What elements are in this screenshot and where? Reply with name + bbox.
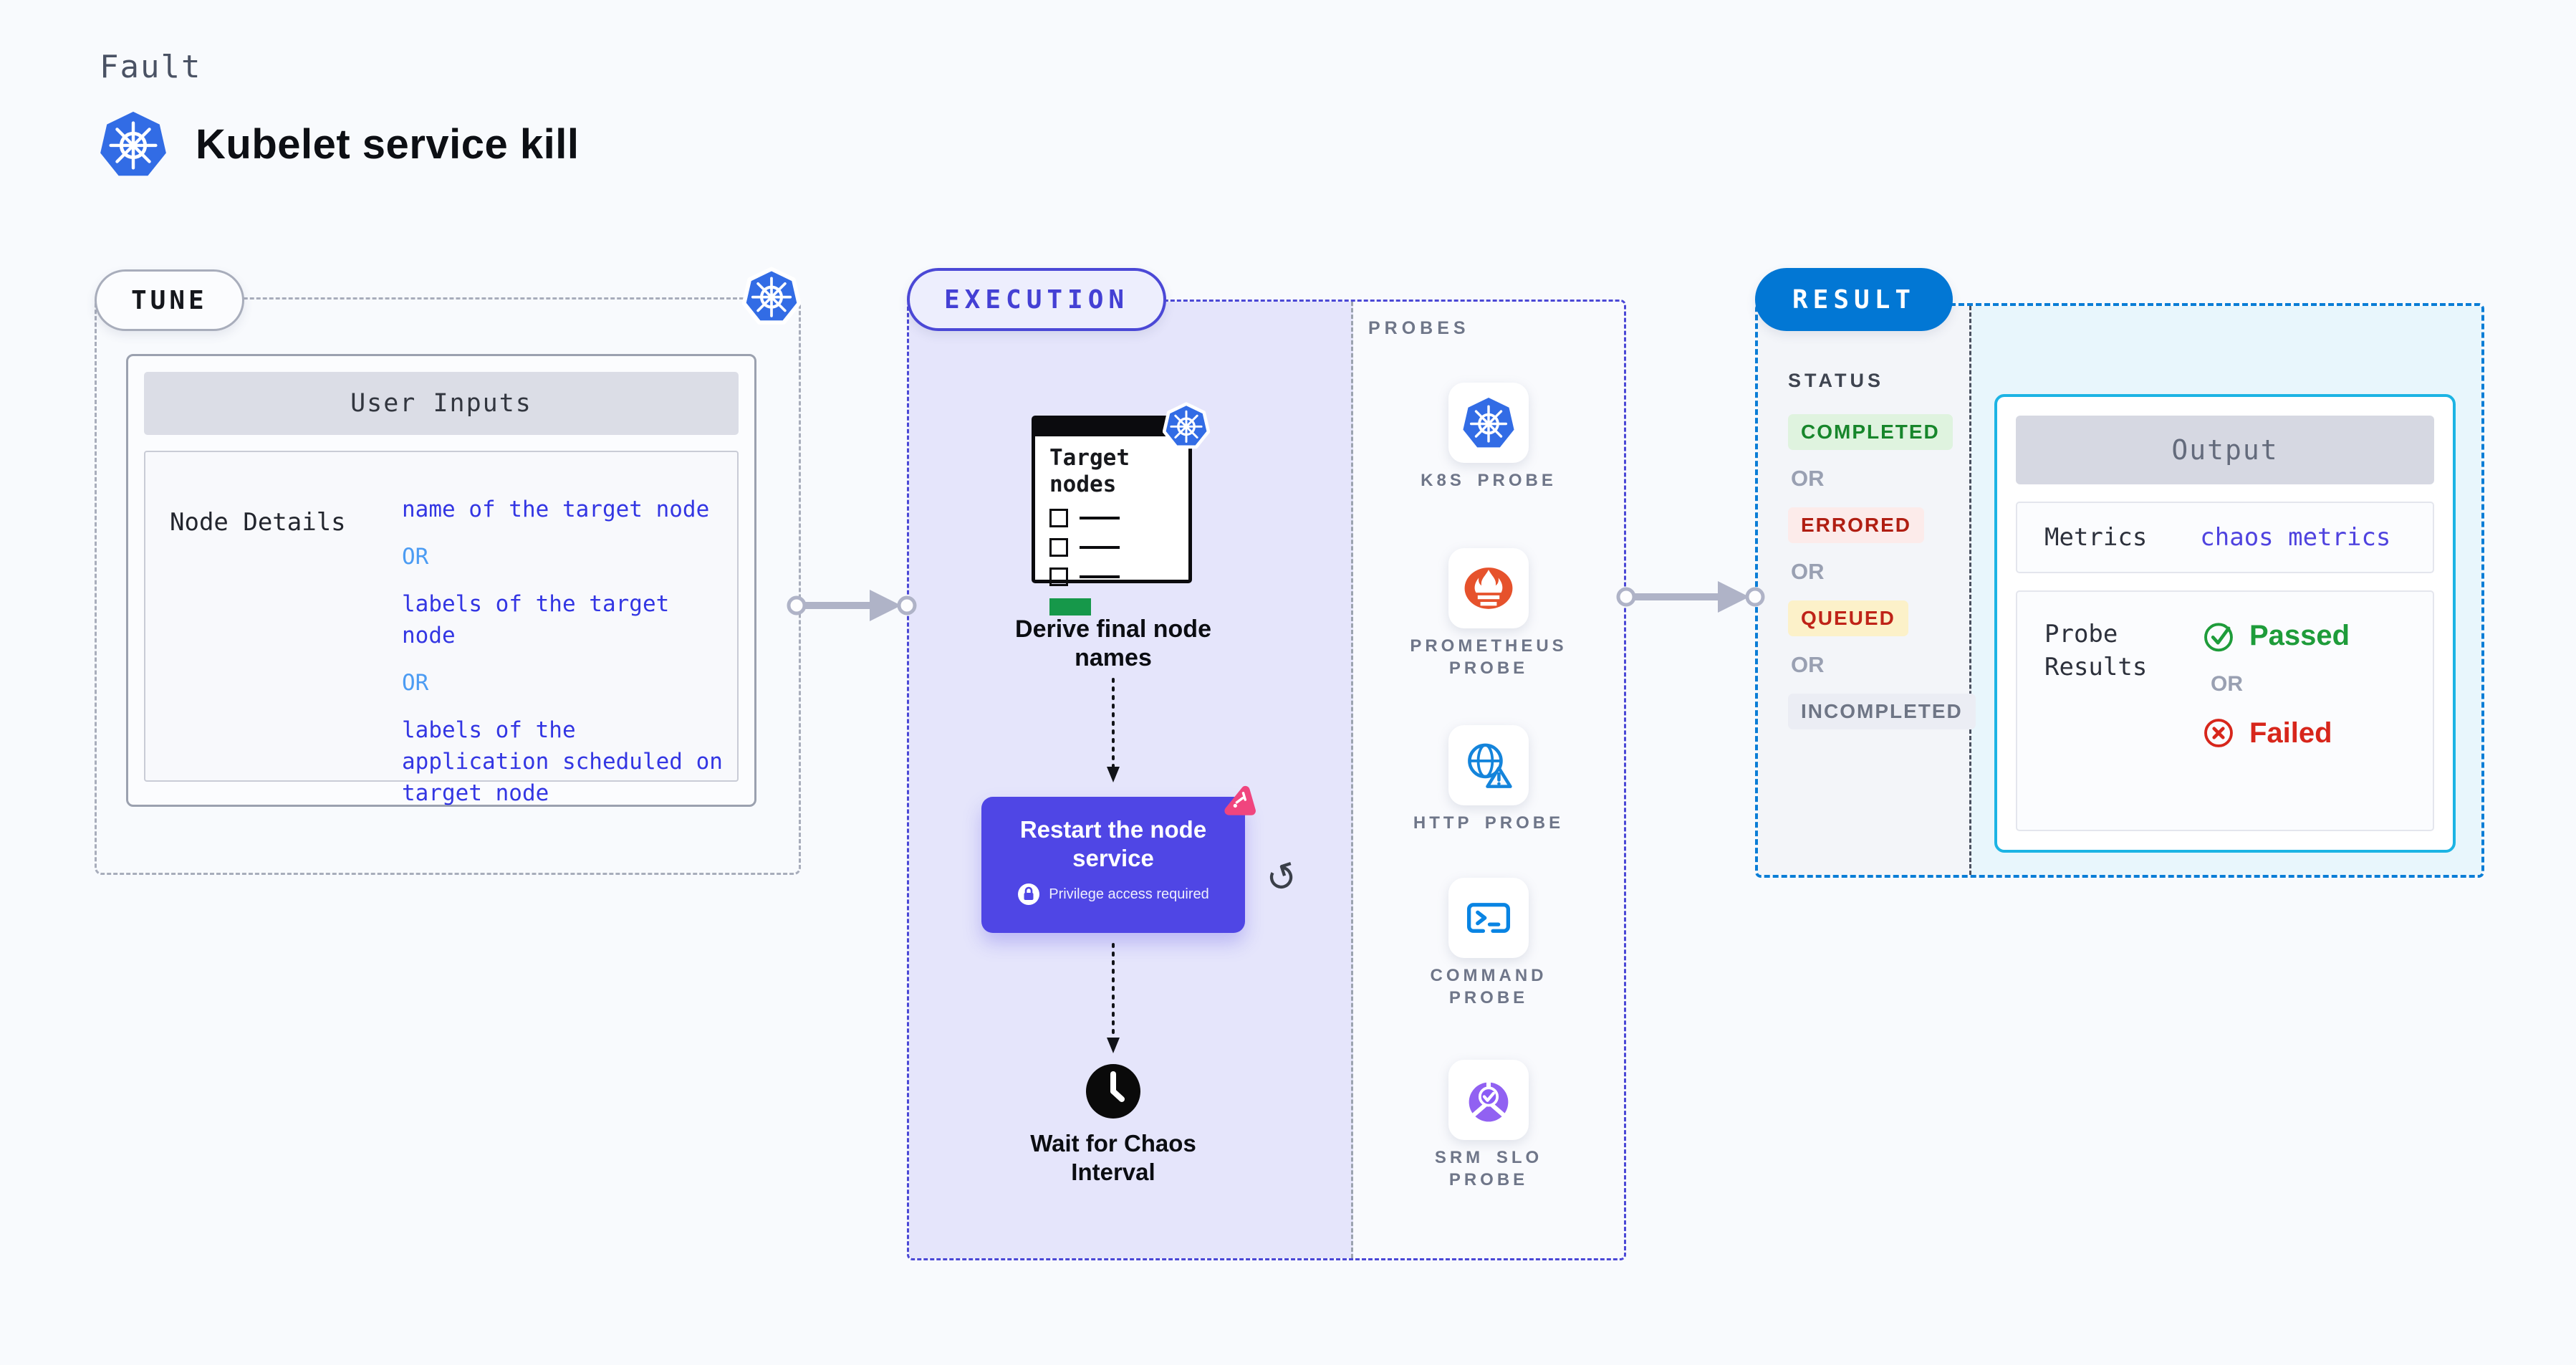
probe-card-k8s [1448,383,1529,463]
status-badge-errored: ERRORED [1788,507,1925,543]
privilege-note: Privilege access required [981,883,1245,906]
failed-result: Failed [2201,715,2433,751]
probe-label: K8S PROBE [1421,471,1557,490]
passed-result: Passed [2201,618,2433,653]
tune-section-badge: TUNE [95,269,244,331]
or-separator: OR [1791,652,1825,677]
target-nodes-title: Target nodes [1049,445,1130,497]
node-checklist-row [1049,509,1188,527]
wait-interval-step-icon [1085,1063,1141,1119]
chaos-icon [1217,780,1258,821]
wait-chaos-interval-step: Wait for Chaos Interval [1030,1130,1196,1185]
line-placeholder [1080,575,1120,578]
failed-label: Failed [2249,717,2332,749]
line-placeholder [1080,517,1120,519]
x-circle-icon [2201,715,2236,751]
privilege-note-text: Privilege access required [1049,886,1209,902]
probe-label: COMMAND PROBE [1430,966,1547,1007]
clock-icon [1085,1063,1141,1119]
or-separator: OR [1791,466,1825,491]
tune-section-box [95,297,801,875]
status-badge-incompleted: INCOMPLETED [1788,694,1976,729]
probe-card-prometheus [1448,548,1529,628]
node-checklist-row [1049,538,1188,557]
node-details-values: name of the target node OR labels of the… [389,452,737,806]
dotted-arrow-down [1107,678,1120,782]
or-separator: OR [402,544,429,570]
restart-node-service-step: Restart the node service Privilege acces… [981,797,1304,933]
result-section-badge: RESULT [1755,268,1953,331]
probe-results-label: Probe Results [2044,620,2148,681]
probe-label: PROMETHEUS PROBE [1410,636,1567,678]
value-option: labels of the target node [402,591,670,648]
terminal-icon [1461,891,1516,945]
kubernetes-icon [1461,396,1516,450]
kubernetes-icon [98,109,168,179]
checkbox-icon [1049,538,1068,557]
or-separator: OR [1791,559,1825,584]
passed-label: Passed [2249,619,2350,651]
metrics-value: chaos metrics [2200,523,2391,552]
flow-arrow-tune-to-execution [787,590,917,621]
status-panel [1758,306,1971,875]
green-bar [1049,598,1091,616]
value-option: name of the target node [402,497,710,522]
user-inputs-header: User Inputs [144,372,739,435]
probes-title: PROBES [1368,318,1470,338]
value-option: labels of the application scheduled on t… [402,717,723,806]
status-title: STATUS [1788,370,1884,391]
probe-card-http [1448,725,1529,805]
output-card: Output Metrics chaos metrics Probe Resul… [1994,394,2456,853]
status-list: COMPLETED OR ERRORED OR QUEUED OR INCOMP… [1788,414,1976,729]
probe-results-row: Probe Results Passed OR Failed [2016,590,2434,831]
user-inputs-card: User Inputs Node Details name of the tar… [126,354,756,807]
metrics-row: Metrics chaos metrics [2016,502,2434,573]
user-inputs-row: Node Details name of the target node OR … [144,451,739,806]
target-nodes-card: Target nodes [1032,416,1192,616]
output-header: Output [2016,416,2434,484]
fault-eyebrow-label: Fault [100,49,202,85]
probe-card-srm-slo [1448,1060,1529,1140]
http-globe-warning-icon [1461,738,1516,792]
node-details-label: Node Details [170,508,346,537]
prometheus-icon [1464,567,1513,609]
dotted-arrow-down [1107,943,1120,1053]
check-circle-icon [2201,618,2236,653]
kubernetes-icon [742,267,801,325]
line-placeholder [1080,546,1120,549]
restart-step-title: Restart the node service [1019,816,1207,871]
status-badge-queued: QUEUED [1788,600,1908,636]
execution-section-badge: EXECUTION [907,268,1167,331]
probe-label: HTTP PROBE [1413,813,1565,833]
slo-pie-check-icon [1461,1073,1516,1127]
metrics-label: Metrics [2044,523,2148,552]
or-separator: OR [2211,672,2243,696]
page-title: Kubelet service kill [196,120,580,168]
node-checklist-row [1049,567,1188,586]
probe-card-command [1448,878,1529,958]
lock-icon [1017,883,1041,906]
flow-arrow-execution-to-result [1616,581,1765,613]
page-title-row: Kubelet service kill [98,109,579,179]
or-separator: OR [402,670,429,696]
checkbox-icon [1049,567,1068,586]
target-nodes-card-titlebar [1035,419,1188,436]
probe-label: SRM SLO PROBE [1434,1148,1543,1189]
status-badge-completed: COMPLETED [1788,414,1953,450]
checkbox-icon [1049,509,1068,527]
kubernetes-icon [1163,402,1210,449]
probe-results-values: Passed OR Failed [2201,618,2433,830]
derive-node-names-step: Derive final node names [1015,616,1211,671]
